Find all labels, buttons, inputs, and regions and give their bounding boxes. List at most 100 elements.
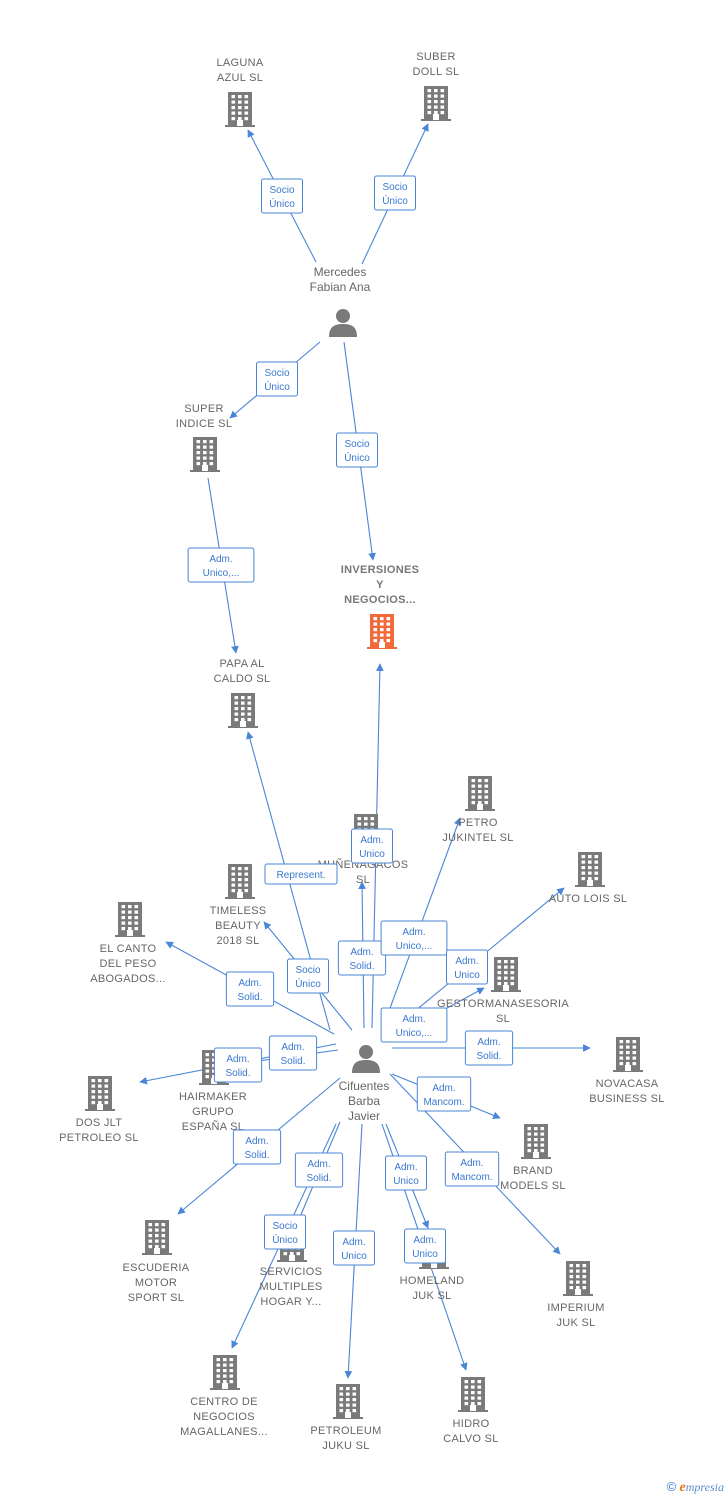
edge-label-text: Unico: [412, 1249, 438, 1260]
node-label-inversiones: INVERSIONES: [341, 564, 420, 576]
edge-label-text: Solid.: [476, 1051, 501, 1062]
node-centro[interactable]: CENTRO DENEGOCIOSMAGALLANES...: [180, 1355, 268, 1438]
edge-label-box: [213, 1047, 263, 1083]
edge-label-box: [336, 432, 378, 468]
edge-label-box: [337, 940, 387, 976]
edge-label-text: Adm.: [342, 1237, 365, 1248]
node-inversiones[interactable]: INVERSIONESYNEGOCIOS...: [341, 564, 420, 649]
building-icon: [333, 1384, 363, 1419]
edge-label-text: Adm.: [477, 1037, 500, 1048]
edge-label-cifuentes-hidro[interactable]: Adm.Unico: [404, 1228, 446, 1264]
edge-label-box: [294, 1152, 344, 1188]
edge-label-text: Adm.: [360, 835, 383, 846]
node-label-hidro: HIDRO: [453, 1418, 490, 1430]
building-icon: [421, 86, 451, 121]
node-label-homeland: JUK SL: [412, 1290, 451, 1302]
node-label-hairmaker: ESPAÑA SL: [182, 1120, 244, 1133]
edge-label-cifuentes-munenagacos[interactable]: Adm.Solid.: [337, 940, 387, 976]
edge-label-cifuentes-inversiones[interactable]: Adm.Unico: [351, 828, 393, 864]
edge-label-text: Único: [344, 451, 370, 464]
edge-label-cifuentes-escuderia[interactable]: Adm.Solid.: [232, 1129, 282, 1165]
node-label-servicios: HOGAR Y...: [260, 1296, 321, 1308]
edge-label-cifuentes-elcanto[interactable]: Adm.Solid.: [225, 971, 275, 1007]
edge-label-box: [404, 1228, 446, 1264]
person-icon: [352, 1045, 380, 1073]
edge-label-box: [380, 1007, 448, 1043]
node-label-munenagacos: SL: [356, 874, 370, 886]
edge-label-text: Solid.: [306, 1173, 331, 1184]
building-icon: [521, 1124, 551, 1159]
edge-label-cifuentes-brand[interactable]: Adm.Mancom.: [416, 1076, 472, 1112]
building-icon: [225, 864, 255, 899]
edge-label-text: Único: [272, 1233, 298, 1246]
edge-label-text: Represent.: [277, 870, 326, 881]
edge-label-cifuentes-servicios[interactable]: Adm.Solid.: [294, 1152, 344, 1188]
person-icon: [329, 309, 357, 337]
node-label-papa: PAPA AL: [219, 658, 264, 670]
edge-label-text: Solid.: [244, 1150, 269, 1161]
edge-label-cifuentes-novacasa[interactable]: Adm. Solid.: [464, 1030, 514, 1066]
edge-label-cifuentes-petroleum[interactable]: Adm.Unico: [333, 1230, 375, 1266]
building-icon: [190, 437, 220, 472]
footer-credit: © empresia: [667, 1479, 724, 1496]
building-icon: [228, 693, 258, 728]
node-label-brand: MODELS SL: [500, 1180, 566, 1192]
building-icon: [85, 1076, 115, 1111]
edge-label-box: [232, 1129, 282, 1165]
edge-label-box: [416, 1076, 472, 1112]
edge-label-text: Adm.: [350, 947, 373, 958]
node-label-hairmaker: HAIRMAKER: [179, 1091, 247, 1103]
edge-label-cifuentes-homeland[interactable]: Adm.Unico: [385, 1155, 427, 1191]
node-label-servicios: MULTIPLES: [259, 1281, 322, 1293]
edge-label-cifuentes-papa[interactable]: Represent.: [264, 863, 338, 885]
edge-label-text: Mancom.: [423, 1097, 464, 1108]
building-icon: [613, 1037, 643, 1072]
node-label-hairmaker: GRUPO: [192, 1106, 234, 1118]
node-label-petroleum: JUKU SL: [322, 1440, 369, 1452]
node-autolois[interactable]: AUTO LOIS SL: [549, 852, 628, 905]
edge-label-cifuentes-imperium[interactable]: Adm.Mancom.: [444, 1151, 500, 1187]
edge-label-box: [268, 1035, 318, 1071]
edge-label-text: Unico: [454, 970, 480, 981]
edge-label-super-papa[interactable]: Adm.Unico,...: [187, 547, 255, 583]
edge-label-box: [444, 1151, 500, 1187]
building-icon: [458, 1377, 488, 1412]
node-label-servicios: SERVICIOS: [260, 1266, 322, 1278]
edge-label-cifuentes-hairmaker[interactable]: Adm.Solid.: [213, 1047, 263, 1083]
edge-label-text: Unico,...: [396, 941, 433, 952]
node-label-escuderia: SPORT SL: [128, 1292, 184, 1304]
edge-label-cifuentes-petro[interactable]: Adm.Unico,...: [380, 920, 448, 956]
node-label-centro: MAGALLANES...: [180, 1426, 268, 1438]
edge-label-cifuentes-gestor[interactable]: Adm.Unico,...: [380, 1007, 448, 1043]
edge-label-text: Socio: [269, 185, 294, 196]
edge-label-box: [464, 1030, 514, 1066]
node-label-homeland: HOMELAND: [400, 1275, 465, 1287]
edge-label-cifuentes-autolois[interactable]: Adm.Unico: [446, 949, 488, 985]
edge-label-cifuentes-dosjlt[interactable]: Adm.Solid.: [268, 1035, 318, 1071]
